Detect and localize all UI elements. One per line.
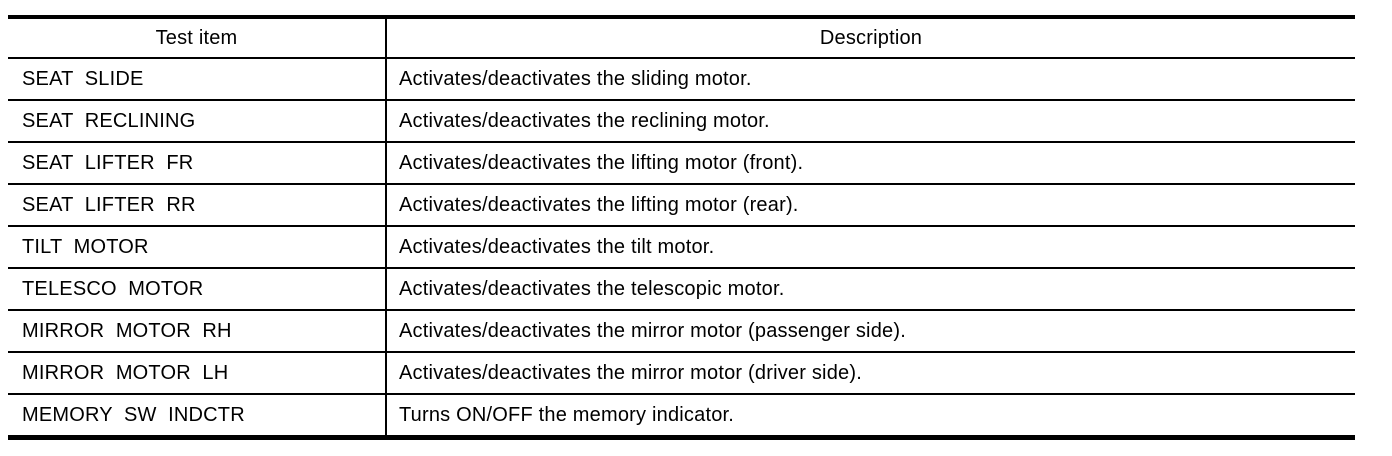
table-row: TILT MOTOR Activates/deactivates the til…	[8, 225, 1355, 268]
table-header-row: Test item Description	[8, 17, 1355, 58]
table-row: MIRROR MOTOR LH Activates/deactivates th…	[8, 351, 1355, 394]
table-row: SEAT SLIDE Activates/deactivates the sli…	[8, 57, 1355, 100]
test-item-cell: SEAT SLIDE	[8, 57, 387, 100]
description-cell: Activates/deactivates the mirror motor (…	[386, 309, 1355, 352]
description-cell: Turns ON/OFF the memory indicator.	[386, 393, 1355, 438]
test-item-cell: SEAT RECLINING	[8, 99, 387, 142]
table-row: MEMORY SW INDCTR Turns ON/OFF the memory…	[8, 393, 1355, 438]
test-item-cell: MIRROR MOTOR RH	[8, 309, 387, 352]
test-item-cell: MEMORY SW INDCTR	[8, 393, 387, 438]
test-item-cell: MIRROR MOTOR LH	[8, 351, 387, 394]
description-cell: Activates/deactivates the telescopic mot…	[386, 267, 1355, 310]
description-cell: Activates/deactivates the lifting motor …	[386, 141, 1355, 184]
test-item-cell: SEAT LIFTER RR	[8, 183, 387, 226]
description-cell: Activates/deactivates the sliding motor.	[386, 57, 1355, 100]
test-item-table: Test item Description SEAT SLIDE Activat…	[8, 15, 1355, 440]
test-item-cell: TILT MOTOR	[8, 225, 387, 268]
table-row: SEAT RECLINING Activates/deactivates the…	[8, 99, 1355, 142]
table-row: TELESCO MOTOR Activates/deactivates the …	[8, 267, 1355, 310]
description-cell: Activates/deactivates the lifting motor …	[386, 183, 1355, 226]
table-row: SEAT LIFTER FR Activates/deactivates the…	[8, 141, 1355, 184]
column-header-description: Description	[819, 27, 923, 49]
table-row: MIRROR MOTOR RH Activates/deactivates th…	[8, 309, 1355, 352]
description-cell: Activates/deactivates the reclining moto…	[386, 99, 1355, 142]
description-cell: Activates/deactivates the mirror motor (…	[386, 351, 1355, 394]
table-row: SEAT LIFTER RR Activates/deactivates the…	[8, 183, 1355, 226]
description-cell: Activates/deactivates the tilt motor.	[386, 225, 1355, 268]
test-item-cell: TELESCO MOTOR	[8, 267, 387, 310]
test-item-cell: SEAT LIFTER FR	[8, 141, 387, 184]
column-header-test-item: Test item	[8, 17, 387, 58]
